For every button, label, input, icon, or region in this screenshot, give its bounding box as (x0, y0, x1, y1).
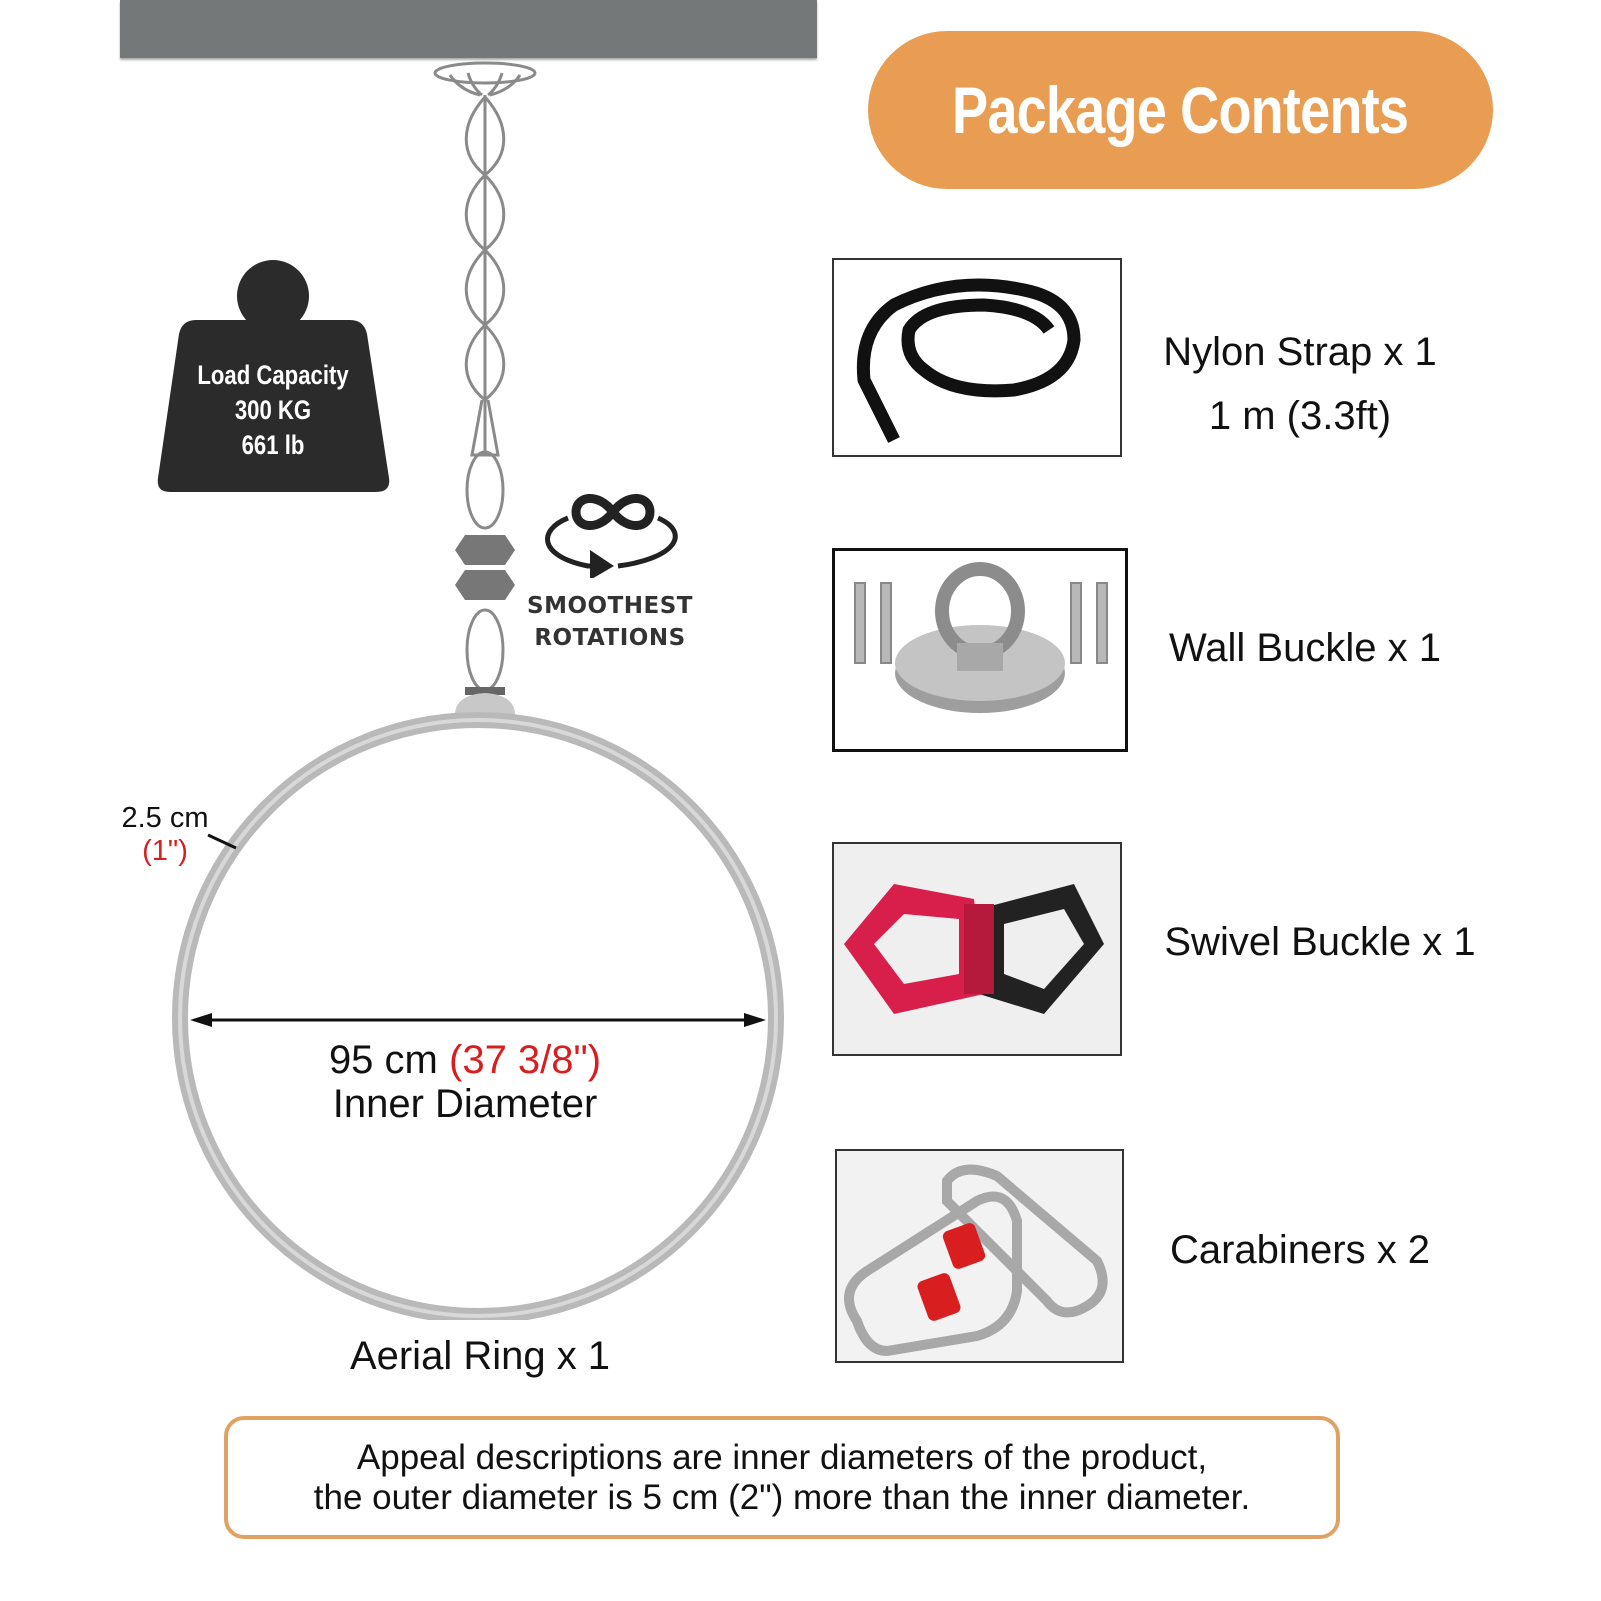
rotation-line2: ROTATIONS (534, 625, 686, 651)
note-line1: Appeal descriptions are inner diameters … (356, 1437, 1208, 1477)
rotation-line1: SMOOTHEST (527, 593, 693, 619)
smoothest-rotations-label: SMOOTHEST ROTATIONS (510, 590, 710, 654)
item-sublabel: 1 m (3.3ft) (1208, 394, 1392, 438)
aerial-ring-illustration (172, 712, 784, 1320)
note-line2: the outer diameter is 5 cm (2") more tha… (313, 1477, 1251, 1517)
thickness-imperial: (1") (142, 835, 188, 867)
diameter-metric: 95 cm (328, 1038, 438, 1082)
diameter-caption: Inner Diameter (332, 1082, 598, 1126)
diameter-imperial: (37 3/8") (449, 1038, 602, 1082)
ceiling-beam (120, 0, 817, 58)
load-capacity-lb: 661 lb (241, 430, 305, 460)
load-capacity-text: Load Capacity 300 KG 661 lb (156, 358, 390, 463)
swivel-buckle-image (832, 842, 1122, 1056)
infinity-rotation-icon (545, 494, 678, 578)
weight-icon (157, 260, 390, 492)
item-carabiners: Carabiners x 2 (1169, 1228, 1431, 1272)
page-title: Package Contents (952, 73, 1409, 147)
load-capacity-kg: 300 KG (234, 395, 312, 425)
item-swivel-buckle: Swivel Buckle x 1 (1164, 920, 1476, 964)
ring-thickness-label: 2.5 cm (1") (110, 802, 220, 868)
aerial-ring-caption: Aerial Ring x 1 (349, 1334, 611, 1378)
item-label: Nylon Strap x 1 (1163, 330, 1437, 374)
item-wall-buckle: Wall Buckle x 1 (1169, 626, 1441, 670)
nylon-strap-image (832, 258, 1122, 457)
hanging-rig-illustration (433, 61, 537, 715)
item-nylon-strap: Nylon Strap x 1 1 m (3.3ft) (1130, 320, 1470, 448)
load-capacity-label: Load Capacity (197, 360, 349, 390)
wall-buckle-image (832, 548, 1128, 752)
carabiner-image (835, 1149, 1124, 1363)
package-contents-banner: Package Contents (868, 31, 1493, 189)
inner-diameter-label: 95 cm (37 3/8") Inner Diameter (260, 1038, 670, 1126)
diameter-note: Appeal descriptions are inner diameters … (224, 1416, 1340, 1539)
thickness-metric: 2.5 cm (121, 802, 209, 834)
